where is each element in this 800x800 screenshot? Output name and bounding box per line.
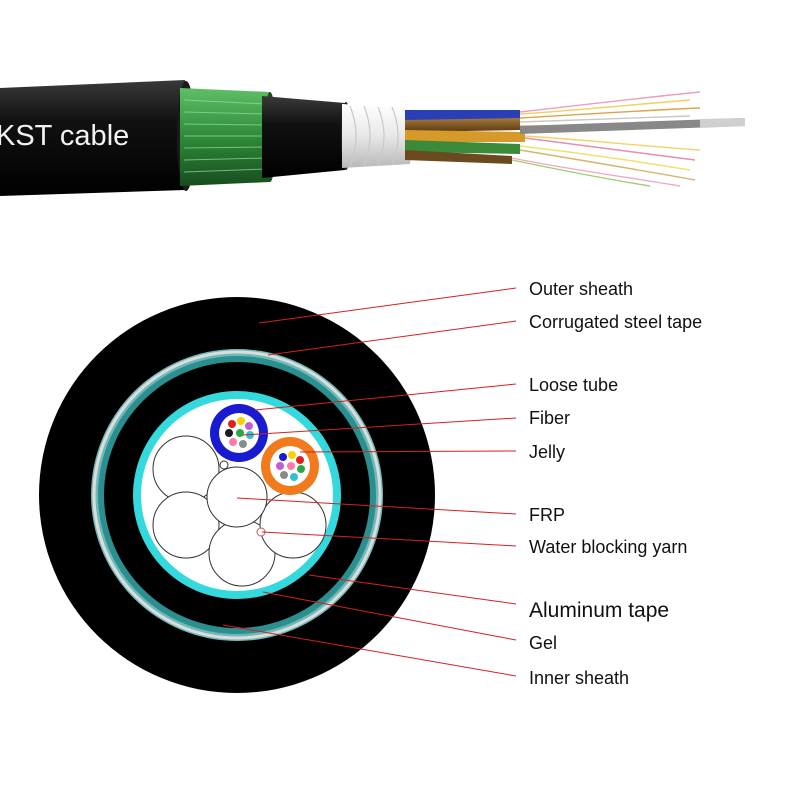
leader-lines (222, 287, 517, 677)
fiber-dots-orange (276, 451, 305, 481)
label-inner-sheath: Inner sheath (529, 668, 629, 688)
cable-title: KST cable (0, 120, 129, 152)
central-strength-member (520, 118, 745, 134)
inner-jacket (262, 96, 348, 178)
cable-cross-section (39, 297, 435, 693)
label-fiber: Fiber (529, 408, 570, 428)
loose-tubes-side (405, 110, 525, 164)
label-corrugated-steel-tape: Corrugated steel tape (529, 312, 702, 332)
label-gel: Gel (529, 633, 557, 653)
fibers-side (511, 91, 701, 187)
cable-side-view: KST cable (0, 80, 745, 196)
labels: Outer sheath Corrugated steel tape Loose… (529, 279, 702, 688)
label-loose-tube: Loose tube (529, 375, 618, 395)
label-frp: FRP (529, 505, 565, 525)
loose-tube-orange (261, 437, 319, 495)
outer-jacket (0, 80, 190, 196)
label-jelly: Jelly (529, 442, 565, 462)
label-outer-sheath: Outer sheath (529, 279, 633, 299)
label-aluminum-tape: Aluminum tape (529, 599, 669, 622)
filler-circles (152, 435, 327, 587)
loose-tube-blue (210, 404, 268, 462)
water-blocking-wrap (342, 104, 412, 168)
label-water-blocking-yarn: Water blocking yarn (529, 537, 687, 557)
